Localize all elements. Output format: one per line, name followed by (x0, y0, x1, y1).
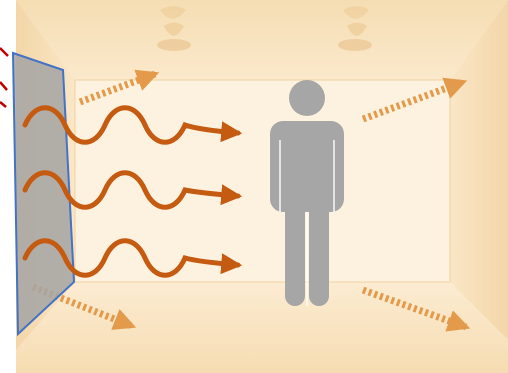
ceiling (16, 0, 508, 80)
person-head (289, 80, 325, 116)
floor (16, 282, 508, 373)
person-left-leg (285, 200, 305, 306)
person-torso (270, 121, 344, 212)
person-right-leg (309, 200, 329, 306)
room-interior (16, 0, 508, 373)
red-marks (0, 48, 8, 107)
